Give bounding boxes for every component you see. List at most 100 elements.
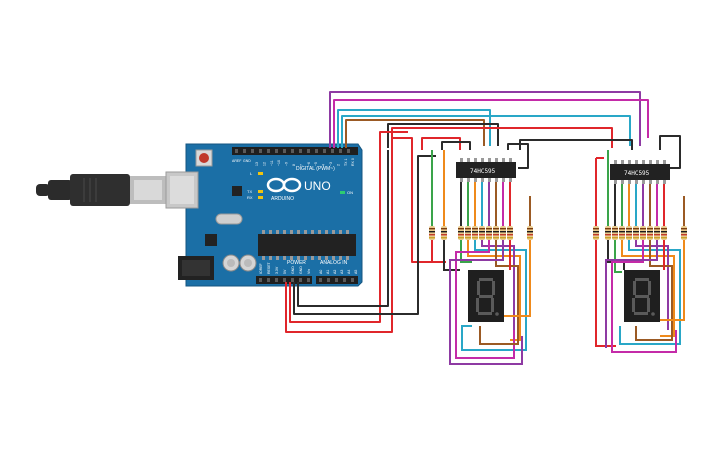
wire-black-gnd-b [297,150,389,307]
power-pin-label: GND [291,266,295,274]
resistor[interactable] [458,226,464,240]
digital-pin-label: 8 [292,164,296,166]
resistor[interactable] [486,226,492,240]
usb-cable[interactable] [36,174,166,206]
wire-black-bus [387,123,499,148]
power-pin-label: RESET [267,261,271,274]
digital-pin-label: 4 [322,164,326,166]
board-brand-label: ARDUINO [271,196,294,202]
board-model-label: UNO [304,179,331,193]
resistor[interactable] [661,226,667,240]
led-on-label: ON [347,190,353,195]
wire-right-loop-black [659,135,681,169]
resistor[interactable] [640,226,646,240]
left-shift-register[interactable]: 74HC595 [456,158,516,182]
resistor[interactable] [493,226,499,240]
gnd-label: GND [243,159,251,163]
resistor[interactable] [619,226,625,240]
left-resistors[interactable] [429,226,533,240]
resistor[interactable] [465,226,471,240]
power-pin-label: 5V [283,269,287,274]
resistor[interactable] [429,226,435,240]
resistor[interactable] [500,226,506,240]
digital-pin-label: ~6 [307,162,311,166]
digital-pin-label: 7 [299,164,303,166]
resistor[interactable] [527,226,533,240]
wire-cyan-bus-2 [341,115,631,148]
resistor[interactable] [633,226,639,240]
digital-pin-label: RX 0 [351,158,355,166]
resistor[interactable] [441,226,447,240]
wire-left-red [421,137,461,150]
left-chip-wires [431,150,531,226]
analog-pin-label: A1 [326,270,330,274]
aref-label: AREF [232,159,241,163]
wire-red-5v [285,137,432,333]
right-resistors[interactable] [593,226,687,240]
resistor[interactable] [681,226,687,240]
analog-pin-label: A5 [354,270,358,274]
power-pin-label: IOREF [259,263,263,274]
digital-pwm-label: DIGITAL (PWM~) [296,166,335,172]
digital-pin-label: 13 [255,162,259,166]
crystal-oscillator [215,213,243,225]
left-display-wires [431,240,531,365]
digital-pin-label: TX 1 [344,159,348,166]
right-seven-segment-display[interactable] [624,270,660,322]
led-rx [258,196,263,199]
right-shift-register[interactable]: 74HC595 [610,160,670,184]
resistor[interactable] [479,226,485,240]
wire-purple-bus-2 [333,99,649,148]
resistor[interactable] [593,226,599,240]
wire-left-black [441,141,471,150]
power-pin-labels: IOREF RESET 3.3V 5V GND GND Vin [259,261,311,274]
resistor[interactable] [654,226,660,240]
atmega-chip [258,234,356,256]
resistor[interactable] [647,226,653,240]
wire-black-gnd [293,155,436,315]
digital-pin-label: ~10 [277,160,281,166]
resistor[interactable] [472,226,478,240]
wire-chip-link-black [519,139,633,150]
left-seven-segment-display[interactable] [468,270,504,322]
led-tx-label: TX [247,189,252,194]
right-chip-wires [595,150,685,226]
power-label: POWER [287,260,306,266]
arduino-logo [266,177,302,193]
power-pin-label: 3.3V [275,266,279,274]
digital-pin-label: ~9 [285,162,289,166]
digital-pin-label: 2 [336,164,340,166]
analog-pin-label: A4 [347,270,351,274]
resistor[interactable] [605,226,611,240]
right-display-wires [595,240,685,353]
right-chip-label: 74HC595 [624,170,650,177]
led-l-label: L [250,171,253,176]
wire-left-dark-loop [507,143,529,169]
wires[interactable] [285,91,681,333]
analog-label: ANALOG IN [320,260,348,266]
analog-pin-label: A0 [319,270,323,274]
led-rx-label: RX [247,195,253,200]
power-pin-label: Vin [307,269,311,274]
digital-pin-label: 12 [262,162,266,166]
digital-pin-label: ~3 [329,162,333,166]
left-chip-label: 74HC595 [470,168,496,175]
digital-header[interactable] [232,147,358,155]
analog-pin-label: A3 [340,270,344,274]
resistor[interactable] [626,226,632,240]
power-pin-label: GND [299,266,303,274]
resistor[interactable] [612,226,618,240]
wire-red-5v-b [289,131,408,323]
wire-purple-bus [329,91,641,148]
resistor[interactable] [507,226,513,240]
digital-pin-label: ~5 [314,162,318,166]
led-on [340,191,345,194]
led-tx [258,190,263,193]
digital-pin-label: ~11 [270,160,274,166]
analog-pin-label: A2 [333,270,337,274]
led-l [258,172,263,175]
arduino-uno-board[interactable]: UNO ARDUINO L TX RX ON DIGITAL (PWM~) AR… [165,143,363,287]
